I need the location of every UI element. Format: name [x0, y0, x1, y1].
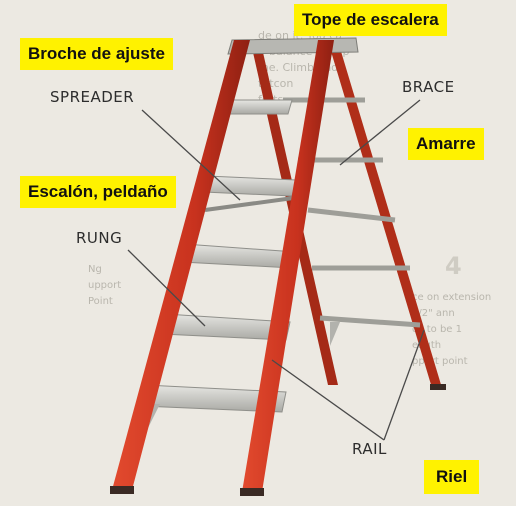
label-escalon-peldano: Escalón, peldaño: [20, 176, 176, 208]
foot-rear-right: [430, 384, 446, 390]
label-riel: Riel: [424, 460, 480, 494]
label-tope-de-escalera: Tope de escalera: [294, 4, 447, 36]
foot-right: [240, 488, 264, 496]
step-brackets: [146, 322, 340, 432]
label-spreader: SPREADER: [50, 88, 135, 106]
background-text-left: Ng upport Point: [88, 264, 122, 307]
background-step-heading: 4: [445, 252, 462, 280]
label-rung: RUNG: [76, 229, 123, 247]
label-brace: BRACE: [402, 78, 455, 96]
spreader-bar: [204, 194, 309, 212]
front-left-rail: [112, 40, 250, 490]
label-amarre: Amarre: [408, 128, 484, 160]
label-broche-de-ajuste: Broche de ajuste: [20, 38, 173, 70]
front-right-rail: [242, 40, 334, 492]
label-rail: RAIL: [352, 440, 387, 458]
leader-lines: [127, 99, 425, 441]
foot-left: [110, 486, 134, 494]
